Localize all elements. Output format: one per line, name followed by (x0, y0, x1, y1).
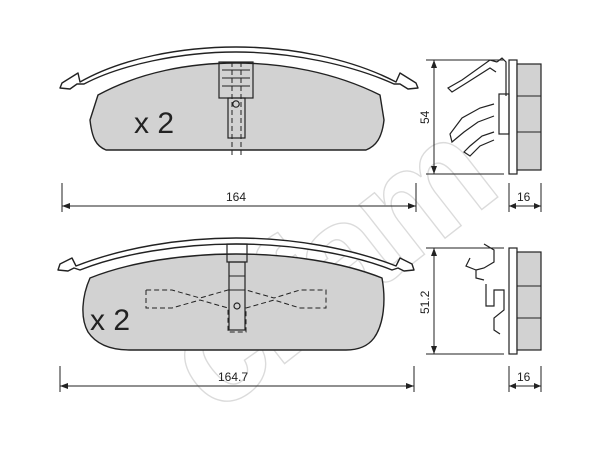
top-pad-thickness-label: 16 (517, 190, 531, 204)
bottom-pad-side-view (465, 243, 542, 355)
bottom-pad-friction-material (82, 253, 385, 351)
bottom-pad-thickness-dimension: 16 (508, 366, 542, 392)
top-pad-thickness-dimension: 16 (508, 183, 542, 212)
bottom-pad-width-label: 164.7 (218, 370, 248, 384)
top-pad-height-dimension: 54 (418, 59, 504, 175)
top-pad-width-label: 164 (226, 190, 246, 204)
bottom-pad-width-dimension: 164.7 (59, 366, 415, 392)
bottom-pad-backing-plate (57, 237, 415, 272)
bottom-pad-front-view: x 2 (57, 237, 415, 351)
top-pad-spring-clip (447, 59, 498, 157)
bottom-pad-thickness-label: 16 (517, 370, 531, 384)
bottom-pad-height-label: 51.2 (418, 290, 432, 314)
top-pad-quantity: x 2 (134, 107, 174, 140)
top-pad-center-clip (218, 61, 254, 158)
top-pad-front-view: x 2 (59, 46, 419, 158)
top-pad-backing-plate (59, 46, 419, 90)
bottom-pad-height-dimension: 51.2 (418, 247, 504, 355)
top-pad-side-view (447, 57, 542, 175)
bottom-pad-spring-clip (475, 243, 505, 335)
bottom-pad-quantity: x 2 (90, 304, 130, 337)
top-pad-height-label: 54 (418, 110, 432, 124)
bottom-pad-shim (145, 243, 327, 333)
top-pad-width-dimension: 164 (61, 183, 417, 212)
